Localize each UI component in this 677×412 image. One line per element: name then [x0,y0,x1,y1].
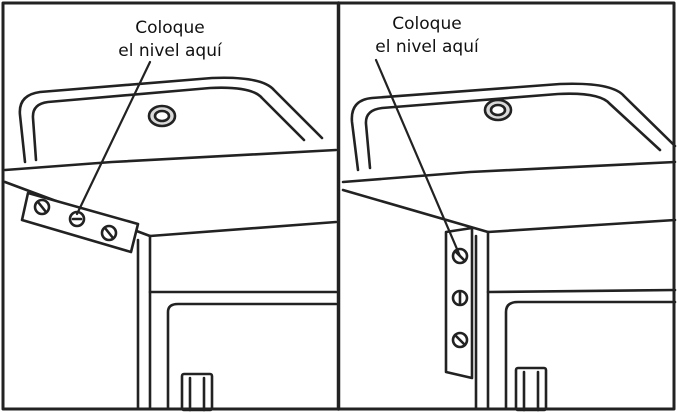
callout-left-line1: Coloque [80,17,260,40]
dryer-console-inner-right [366,94,660,168]
dryer-cabinet-floor-right [488,290,675,292]
console-knob-left-inner [155,111,169,121]
door-handle-right [516,368,546,410]
console-knob-right-inner [491,105,505,115]
leader-line-right [376,60,460,256]
dryer-lid-right-left [150,222,336,236]
door-handle-left [182,374,212,410]
dryer-lid-front-right [343,190,488,232]
callout-right-line1: Coloque [337,13,517,36]
callout-right: Coloque el nivel aquí [337,13,517,59]
panel-left [5,62,336,410]
dryer-door-right [506,302,675,408]
callout-right-line2: el nivel aquí [337,36,517,59]
panel-right [343,60,675,410]
dryer-door-left [168,304,336,408]
dryer-lid-edge-right [343,162,675,182]
dryer-lid-edge-left [5,150,336,170]
callout-left: Coloque el nivel aquí [80,17,260,63]
callout-left-line2: el nivel aquí [80,40,260,63]
dryer-lid-right-right [488,220,675,232]
